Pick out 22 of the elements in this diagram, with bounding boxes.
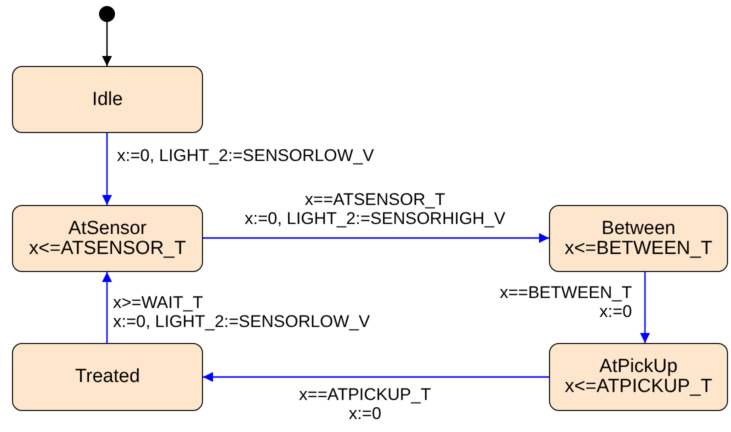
state-box <box>12 205 203 272</box>
state-name: AtSensor <box>68 218 147 238</box>
transition-label: x>=WAIT_T x:=0, LIGHT_2:=SENSORLOW_V <box>113 293 370 331</box>
state-box <box>549 205 728 272</box>
transition-arrow <box>102 133 112 205</box>
state-box <box>12 343 203 411</box>
state-invariant: x<=ATSENSOR_T <box>29 238 186 258</box>
state-name: Idle <box>92 90 123 110</box>
initial-state-dot <box>99 6 115 22</box>
transition-arrow <box>102 22 112 66</box>
transition-arrow <box>640 272 650 343</box>
transition-arrow <box>102 272 112 343</box>
state-name: AtPickUp <box>599 357 678 377</box>
state-invariant: x<=BETWEEN_T <box>564 238 712 258</box>
transition-arrow <box>203 372 549 382</box>
transition-label: x:=0, LIGHT_2:=SENSORLOW_V <box>117 146 374 165</box>
state-name: Treated <box>75 367 140 387</box>
state-box <box>12 66 203 133</box>
state-box <box>549 343 728 411</box>
state-name: Between <box>602 218 676 238</box>
state-invariant: x<=ATPICKUP_T <box>564 377 712 397</box>
transition-arrow <box>203 233 549 243</box>
